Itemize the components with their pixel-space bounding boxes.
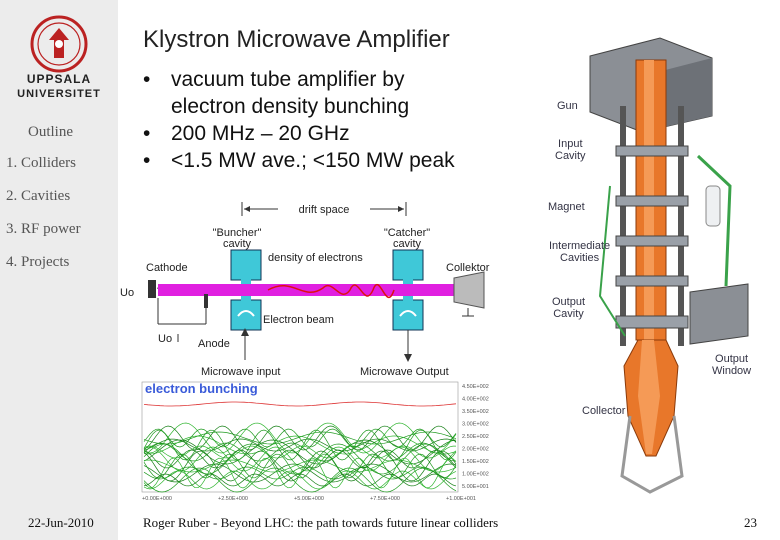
y-tick-label: 1.00E+002: [462, 472, 489, 478]
x-tick-label: +5.00E+000: [294, 496, 324, 502]
anode-label: Anode: [198, 338, 230, 350]
y-tick-label: 3.50E+002: [462, 409, 489, 415]
microwave-output-label: Microwave Output: [360, 366, 449, 378]
x-tick-label: +1.00E+001: [446, 496, 476, 502]
bullet-list: vacuum tube amplifier by electron densit…: [143, 66, 455, 174]
bullet-item: <1.5 MW ave.; <150 MW peak: [143, 147, 455, 174]
simulation-trace: [143, 463, 457, 483]
u0-label-2: Uo: [158, 333, 172, 345]
label-magnet: Magnet: [548, 201, 585, 213]
density-label: density of electrons: [268, 252, 363, 264]
buncher-label: "Buncher": [213, 227, 262, 239]
y-tick-label: 1.50E+002: [462, 459, 489, 465]
bullet-item: 200 MHz – 20 GHz: [143, 120, 455, 147]
university-name-line2: UNIVERSITET: [17, 88, 101, 100]
simulation-trace: [143, 459, 457, 473]
simulation-trace: [143, 473, 457, 487]
sidebar: UPPSALA UNIVERSITET Outline 1. Colliders…: [0, 0, 118, 540]
simulation-trace: [143, 470, 457, 490]
x-tick-label: +2.50E+000: [218, 496, 248, 502]
x-tick-label: +7.50E+000: [370, 496, 400, 502]
outline-item-projects[interactable]: 4. Projects: [6, 254, 70, 270]
klystron-schematic: drift space "Buncher" cavity "Catcher" c…: [120, 202, 490, 378]
simulation-trace: [143, 429, 457, 461]
anode-circuit: [157, 294, 208, 342]
simulation-title: electron bunching: [145, 381, 258, 396]
u0-label: Uo: [120, 287, 134, 299]
footer-text: Roger Ruber - Beyond LHC: the path towar…: [143, 515, 499, 530]
buncher-label-2: cavity: [223, 238, 252, 250]
simulation-trace: [143, 431, 457, 445]
catcher-label-2: cavity: [393, 238, 422, 250]
microwave-input-label: Microwave input: [201, 366, 280, 378]
outline-item-colliders[interactable]: 1. Colliders: [6, 155, 76, 171]
university-name-line1: UPPSALA: [26, 72, 92, 86]
label-gun: Gun: [557, 100, 578, 112]
simulation-trace: [143, 449, 457, 469]
outline-item-rf-power[interactable]: 3. RF power: [6, 221, 81, 237]
outline-heading: Outline: [28, 124, 73, 140]
label-collector: Collector: [582, 405, 626, 417]
bullet-continuation: electron density bunching: [171, 95, 410, 118]
drift-space-label: drift space: [299, 204, 350, 216]
y-tick-label: 5.00E+001: [462, 484, 489, 490]
bunching-simulation-plot: 4.50E+002 4.00E+002 3.50E+002 3.00E+002 2.50…: [141, 381, 489, 502]
y-tick-label: 2.00E+002: [462, 447, 489, 453]
y-tick-label: 3.00E+002: [462, 422, 489, 428]
simulation-envelope: [143, 401, 457, 407]
uppsala-seal-icon: [30, 15, 88, 73]
y-tick-label: 4.00E+002: [462, 397, 489, 403]
electron-beam-label: Electron beam: [263, 314, 334, 326]
simulation-trace: [143, 428, 457, 448]
catcher-label: "Catcher": [384, 227, 430, 239]
electron-beam: [158, 284, 464, 296]
slide-title: Klystron Microwave Amplifier: [143, 26, 450, 53]
page-number: 23: [744, 515, 757, 530]
y-tick-label: 2.50E+002: [462, 434, 489, 440]
collector-block: [453, 271, 485, 309]
catcher-cavity: [392, 249, 424, 331]
x-tick-label: +0.00E+000: [142, 496, 172, 502]
outline-item-cavities[interactable]: 2. Cavities: [6, 188, 71, 204]
footer-date: 22-Jun-2010: [28, 515, 94, 530]
collector-label: Collektor: [446, 262, 490, 274]
drift-space-marker: [241, 202, 407, 216]
density-wave: [267, 283, 395, 299]
cathode-label: Cathode: [146, 262, 188, 274]
y-tick-label: 4.50E+002: [462, 384, 489, 390]
simulation-trace: [143, 453, 457, 479]
simulation-trace: [143, 439, 457, 465]
bullet-item: vacuum tube amplifier by: [143, 66, 455, 93]
klystron-illustration: [589, 37, 749, 494]
simulation-trace: [143, 425, 457, 451]
simulation-trace: [143, 445, 456, 459]
simulation-trace: [143, 435, 457, 455]
